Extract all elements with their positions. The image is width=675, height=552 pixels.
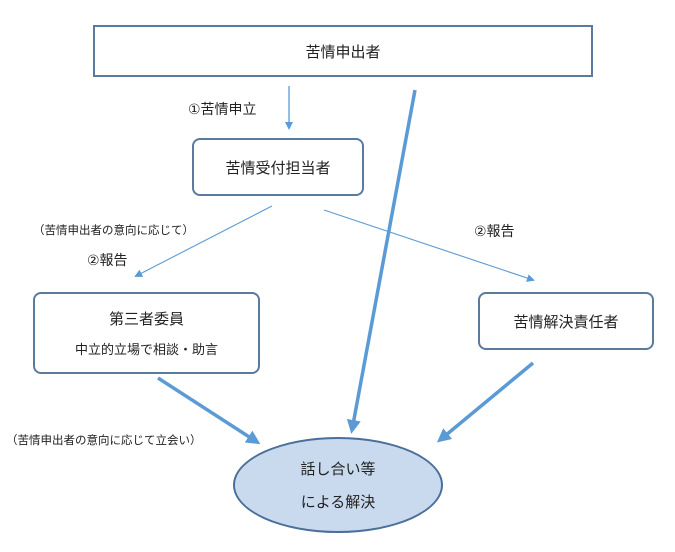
resolution-line2: による解決 — [300, 493, 376, 511]
attend-note: （苦情申出者の意向に応じて立会い） — [6, 433, 202, 447]
third-party-title: 第三者委員 — [108, 310, 184, 328]
resolution-line1: 話し合い等 — [300, 460, 376, 478]
complainant-box: 苦情申出者 — [93, 25, 593, 77]
step1-label: ①苦情申立 — [188, 102, 257, 118]
third-party-box: 第三者委員 中立的立場で相談・助言 — [33, 292, 260, 374]
arrow-third-party-to-result — [157, 376, 261, 445]
resolution-ellipse: 話し合い等 による解決 — [233, 437, 443, 533]
complainant-label: 苦情申出者 — [305, 42, 381, 61]
arrow-resolver-to-result — [436, 361, 535, 443]
arrow-reception-to-resolver — [323, 209, 535, 282]
consent-note: （苦情申出者の意向に応じて） — [33, 223, 194, 237]
resolver-label: 苦情解決責任者 — [513, 312, 619, 331]
step2-right-label: ②報告 — [474, 224, 515, 240]
arrow-complainant-to-result — [346, 89, 417, 434]
resolver-box: 苦情解決責任者 — [478, 292, 654, 350]
reception-label: 苦情受付担当者 — [225, 158, 331, 177]
reception-box: 苦情受付担当者 — [192, 138, 364, 196]
arrow-reception-to-third-party — [134, 205, 273, 277]
step2-left-label: ②報告 — [87, 253, 128, 269]
third-party-subtitle: 中立的立場で相談・助言 — [74, 343, 218, 358]
